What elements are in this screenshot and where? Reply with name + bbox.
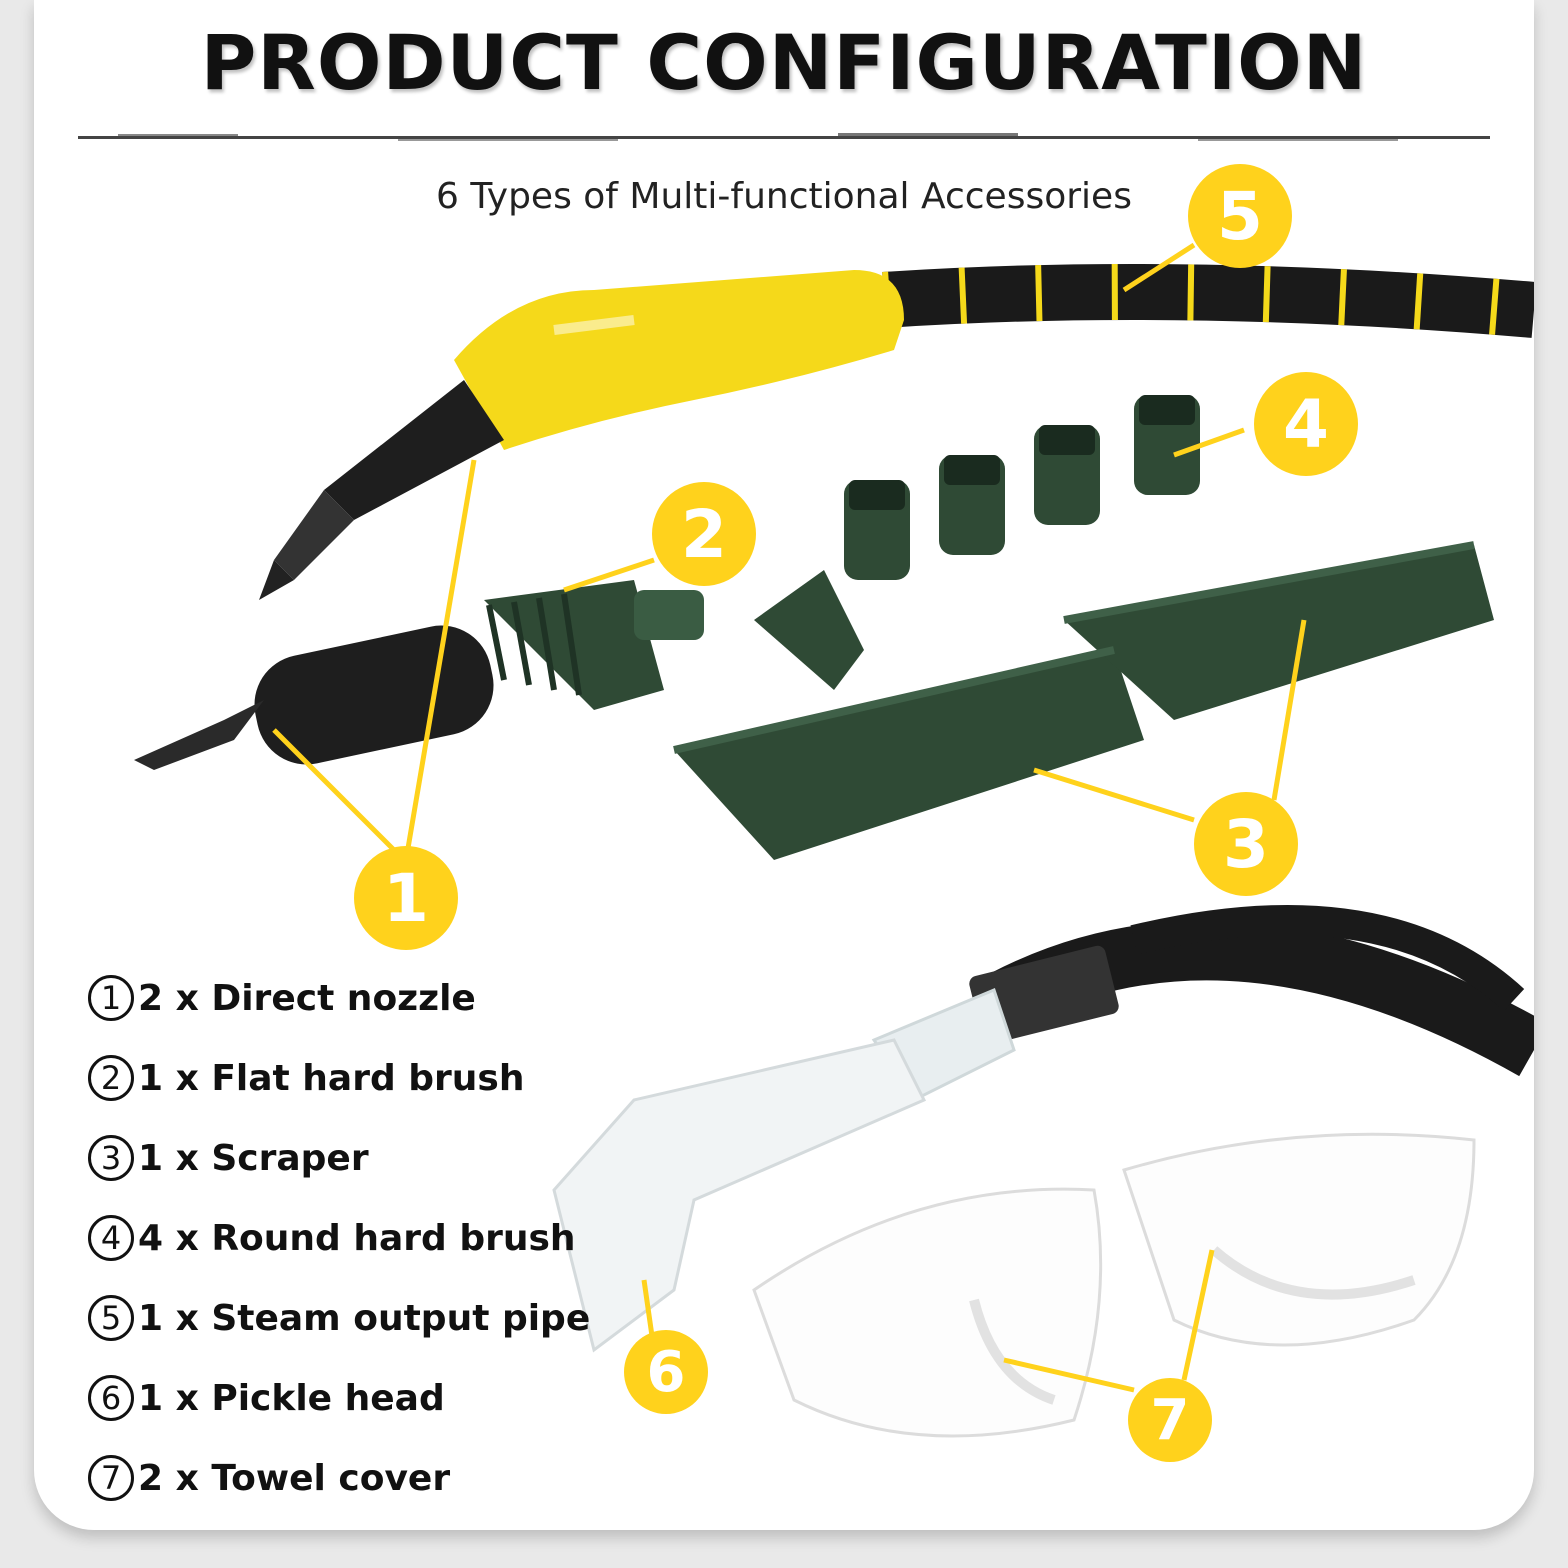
accessory-legend: 1 2 x Direct nozzle 2 1 x Flat hard brus… (88, 958, 590, 1518)
page-subtitle: 6 Types of Multi-functional Accessories (436, 176, 1132, 217)
legend-text: 2 x Towel cover (138, 1457, 451, 1499)
callout-badge-4: 4 (1254, 372, 1358, 476)
list-item: 6 1 x Pickle head (88, 1358, 590, 1438)
list-item: 3 1 x Scraper (88, 1118, 590, 1198)
legend-text: 2 x Direct nozzle (138, 977, 476, 1019)
legend-text: 1 x Scraper (138, 1137, 369, 1179)
legend-number: 3 (88, 1135, 134, 1181)
callout-badge-7: 7 (1128, 1378, 1212, 1462)
steam-handle (259, 270, 904, 600)
legend-number: 7 (88, 1455, 134, 1501)
pickle-head (552, 905, 1534, 1353)
title-divider (78, 133, 1490, 141)
legend-number: 5 (88, 1295, 134, 1341)
callout-badge-2: 2 (652, 482, 756, 586)
callout-badge-5: 5 (1188, 164, 1292, 268)
steam-output-pipe (882, 264, 1534, 338)
callout-leaders (272, 242, 1307, 1393)
legend-number: 6 (88, 1375, 134, 1421)
legend-text: 1 x Flat hard brush (138, 1057, 525, 1099)
legend-number: 4 (88, 1215, 134, 1261)
legend-text: 1 x Steam output pipe (138, 1297, 591, 1339)
product-card: PRODUCT CONFIGURATION 6 Types of Multi-f… (34, 0, 1534, 1530)
callout-badge-3: 3 (1194, 792, 1298, 896)
callout-badge-6: 6 (624, 1330, 708, 1414)
list-item: 5 1 x Steam output pipe (88, 1278, 590, 1358)
callout-badge-1: 1 (354, 846, 458, 950)
scrapers (673, 541, 1494, 860)
legend-number: 1 (88, 975, 134, 1021)
product-illustration (134, 242, 1534, 1438)
flat-hard-brush (484, 580, 704, 710)
legend-number: 2 (88, 1055, 134, 1101)
round-hard-brushes (844, 395, 1200, 580)
legend-text: 1 x Pickle head (138, 1377, 445, 1419)
towel-covers (752, 1132, 1476, 1438)
page-title: PRODUCT CONFIGURATION (200, 18, 1368, 107)
list-item: 4 4 x Round hard brush (88, 1198, 590, 1278)
list-item: 2 1 x Flat hard brush (88, 1038, 590, 1118)
list-item: 7 2 x Towel cover (88, 1438, 590, 1518)
direct-nozzle (134, 625, 494, 770)
list-item: 1 2 x Direct nozzle (88, 958, 590, 1038)
legend-text: 4 x Round hard brush (138, 1217, 576, 1259)
